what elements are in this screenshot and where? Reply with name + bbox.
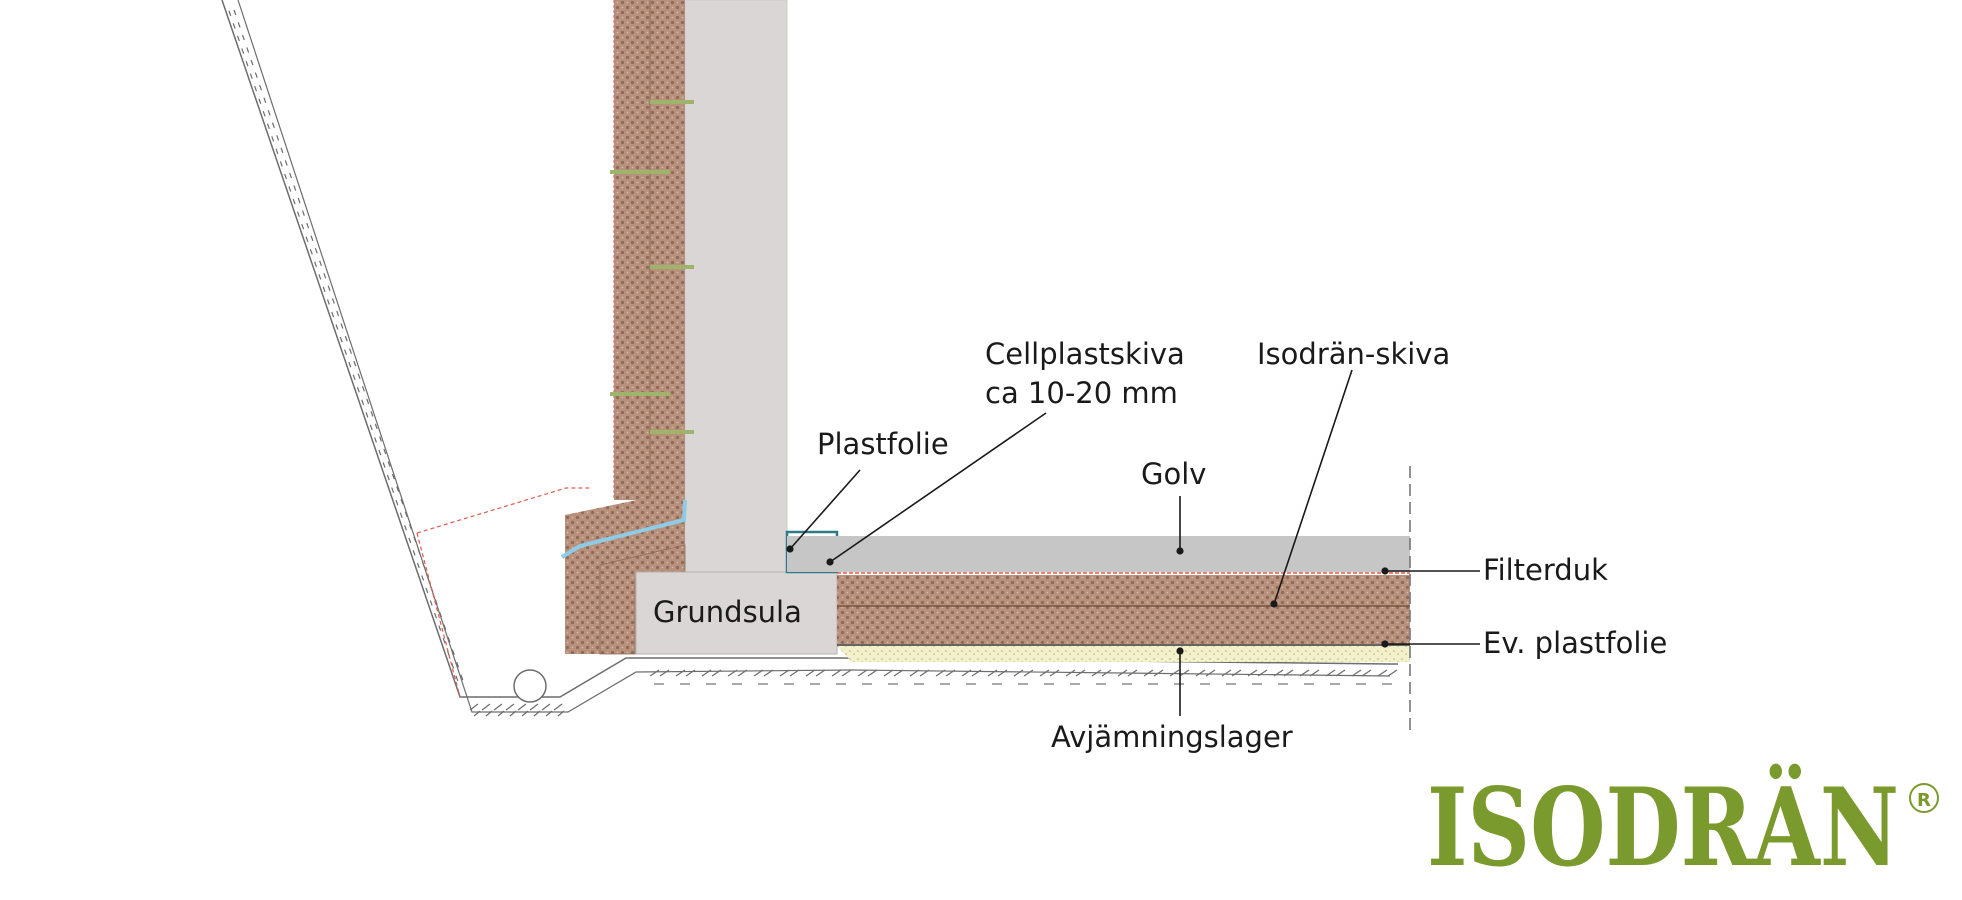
label-plastfolie: Plastfolie: [817, 427, 949, 461]
label-ev-plastfolie: Ev. plastfolie: [1483, 626, 1667, 660]
excavation-soil: [221, 0, 1398, 717]
isodran-logo: ISODRÄN R: [1427, 763, 1939, 891]
avjamningslager-layer: [837, 646, 1410, 662]
label-cellplastskiva: Cellplastskiva: [985, 337, 1185, 371]
logo-wordmark: ISODRÄN: [1427, 763, 1899, 891]
labels: Cellplastskiva ca 10-20 mm Isodrän-skiva…: [653, 337, 1667, 754]
backfill-boundary-vertical: [416, 532, 461, 698]
label-avjamningslager: Avjämningslager: [1051, 720, 1293, 754]
registered-mark-icon: [1909, 783, 1939, 813]
label-golv: Golv: [1141, 457, 1206, 491]
label-filterduk: Filterduk: [1483, 553, 1608, 587]
label-cellplastskiva-thickness: ca 10-20 mm: [985, 376, 1178, 410]
drainage-pipe: [513, 669, 547, 703]
membrane-flashing: [560, 499, 687, 559]
wall-insulation-inner: [650, 0, 685, 500]
label-grundsula: Grundsula: [653, 595, 802, 629]
isodran-board-lower: [837, 606, 1410, 644]
label-isodran-skiva: Isodrän-skiva: [1257, 337, 1450, 371]
wall-insulation-outer: [614, 0, 650, 500]
backfill-boundary: [416, 487, 590, 534]
grundsula-footing: [635, 571, 838, 655]
basement-wall: [685, 0, 787, 572]
golv-floor-slab: [787, 536, 1410, 572]
leader-lines: [786, 369, 1480, 716]
isodran-board-upper: [837, 575, 1410, 606]
registered-mark-letter: R: [1917, 790, 1931, 811]
wall-anchors: [610, 100, 694, 434]
